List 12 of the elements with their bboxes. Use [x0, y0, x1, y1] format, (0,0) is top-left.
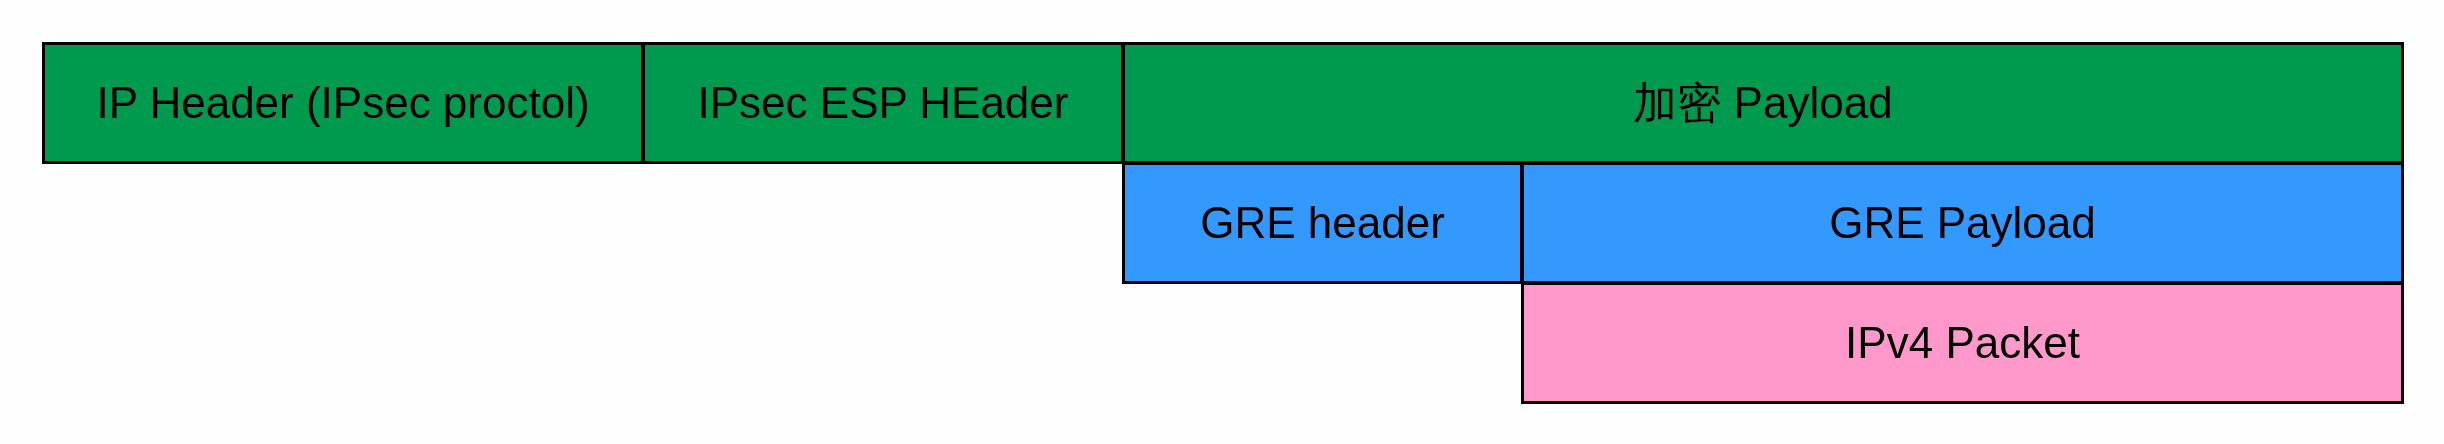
payload-field: [1122, 42, 2404, 164]
header-field: [642, 42, 1124, 164]
field-label: IP Header (IPsec proctol): [96, 78, 590, 128]
field-label: GRE header: [1200, 198, 1445, 248]
field-label: IPsec ESP HEader: [697, 78, 1069, 128]
header-field: [42, 42, 644, 164]
field-label: GRE Payload: [1829, 198, 2096, 248]
field-label: 加密 Payload: [1633, 76, 1893, 129]
packet-field: [1521, 282, 2404, 404]
payload-field: [1521, 162, 2404, 284]
header-field: [1122, 162, 1523, 284]
field-label: IPv4 Packet: [1845, 318, 2080, 368]
